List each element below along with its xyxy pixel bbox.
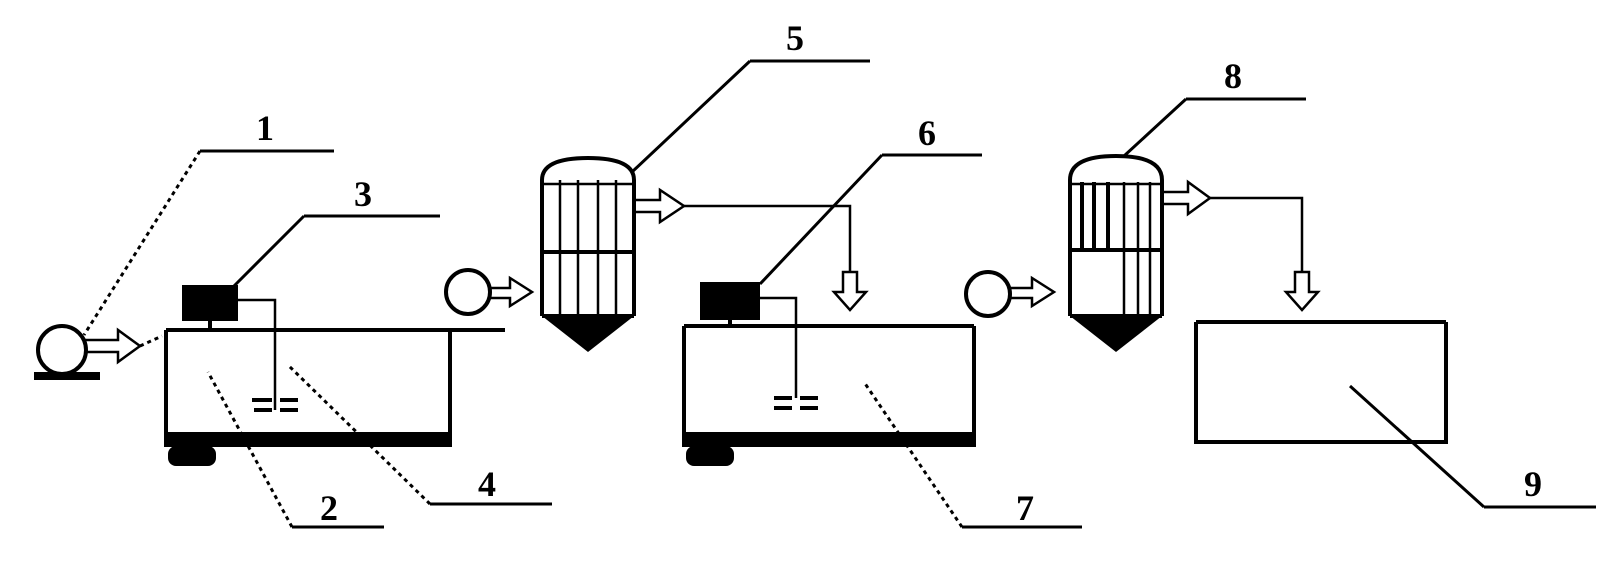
leader-lines bbox=[82, 59, 1596, 529]
label-2: 2 bbox=[320, 488, 338, 528]
feed-pump-first bbox=[444, 268, 535, 316]
label-4: 4 bbox=[478, 464, 496, 504]
label-9: 9 bbox=[1524, 464, 1542, 504]
component-labels: 1 2 3 4 5 6 7 8 9 bbox=[256, 18, 1542, 528]
label-6: 6 bbox=[918, 113, 936, 153]
reactor-column-first bbox=[540, 155, 869, 352]
reactor-column-second bbox=[1068, 153, 1321, 352]
feed-pump-second bbox=[964, 270, 1057, 318]
label-8: 8 bbox=[1224, 56, 1242, 96]
stirrer-first bbox=[182, 285, 298, 412]
label-7: 7 bbox=[1016, 488, 1034, 528]
label-5: 5 bbox=[786, 18, 804, 58]
tank-second bbox=[682, 324, 976, 466]
inlet-pump bbox=[34, 324, 163, 380]
collection-tank bbox=[1194, 320, 1448, 444]
tank-first bbox=[164, 328, 505, 466]
label-1: 1 bbox=[256, 108, 274, 148]
label-3: 3 bbox=[354, 174, 372, 214]
stirrer-second bbox=[700, 282, 818, 410]
